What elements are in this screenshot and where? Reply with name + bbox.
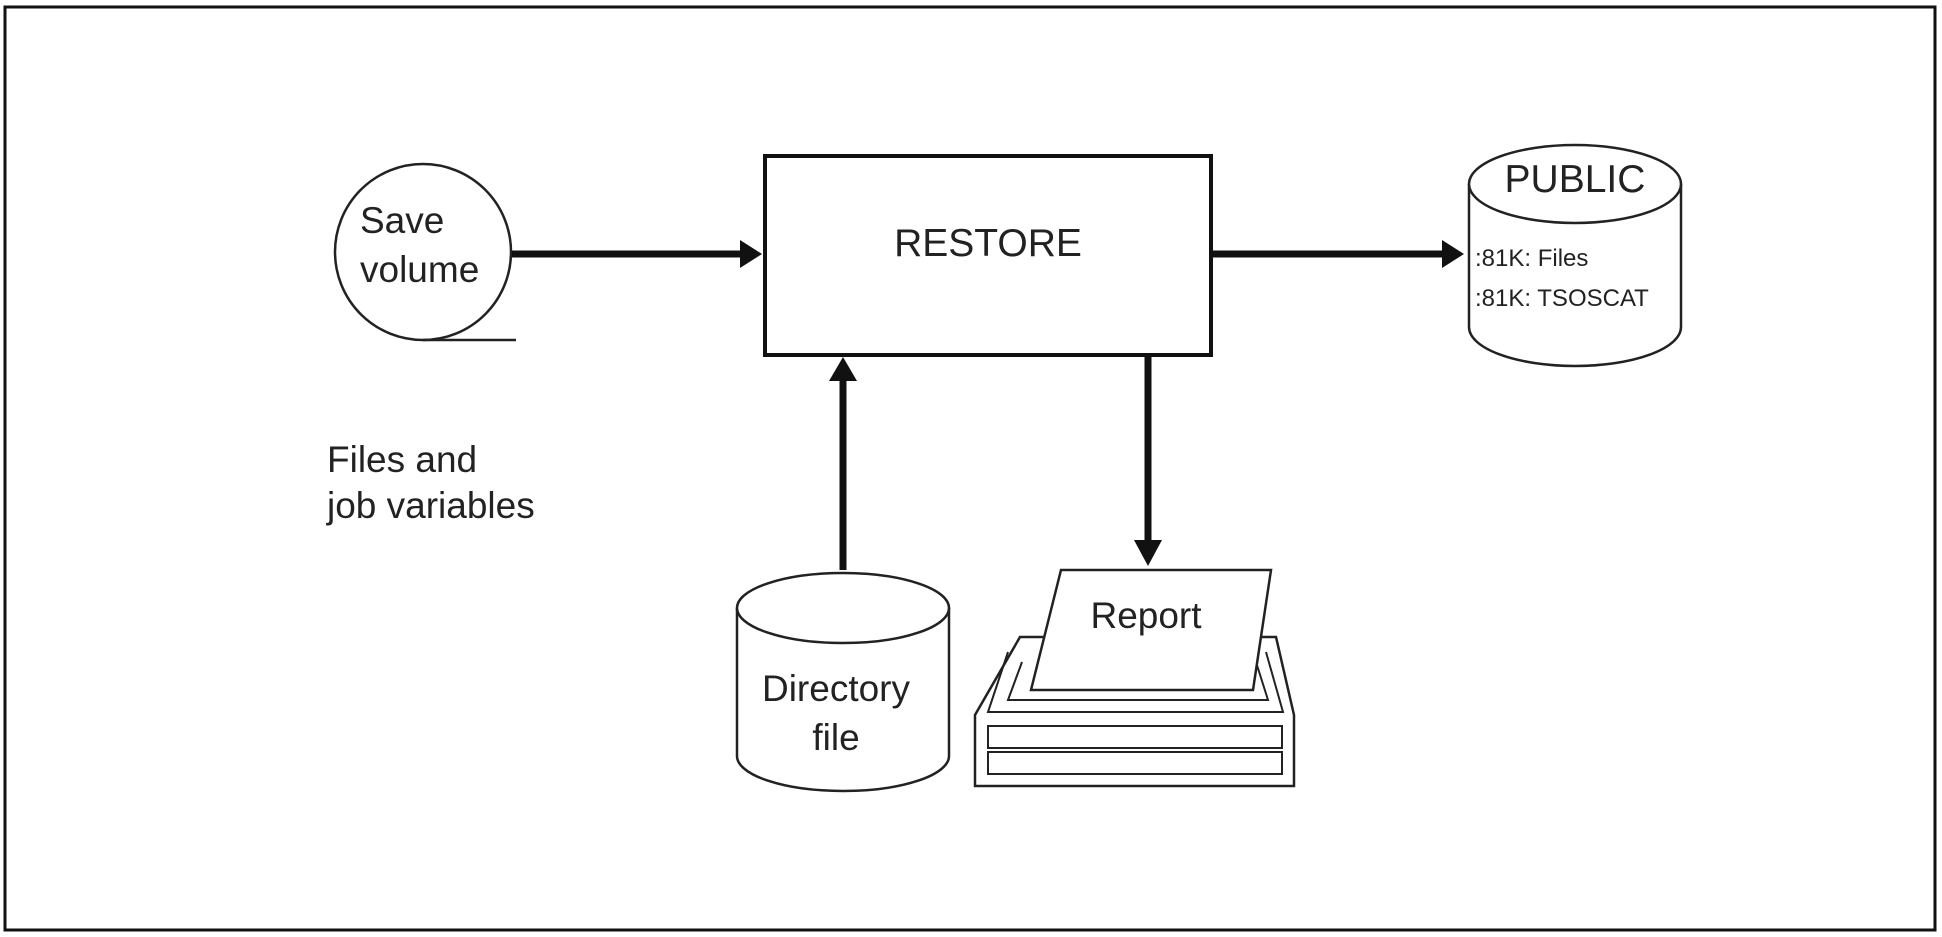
public-disk-tsoscat-line: :81K: TSOSCAT bbox=[1475, 285, 1649, 312]
arrow-restore-to-public bbox=[1213, 240, 1464, 268]
directory-file-node: Directory file bbox=[735, 571, 951, 793]
arrow-directory-to-restore bbox=[829, 357, 857, 570]
diagram-frame bbox=[3, 5, 1937, 932]
public-disk-title: PUBLIC bbox=[1505, 158, 1646, 201]
save-volume-label-line2: volume bbox=[360, 249, 479, 290]
restore-box bbox=[763, 154, 1213, 357]
report-sheet bbox=[1029, 568, 1273, 692]
report-printer-node: Report bbox=[973, 568, 1296, 788]
directory-file-label-line2: file bbox=[812, 717, 859, 758]
public-disk-files-line: :81K: Files bbox=[1475, 245, 1588, 272]
save-volume-node: Save volume bbox=[333, 162, 516, 342]
public-disk-cylinder bbox=[1467, 184, 1683, 368]
restore-label: RESTORE bbox=[894, 222, 1082, 265]
files-and-job-variables-caption-line2: job variables bbox=[326, 485, 535, 526]
restore-node: RESTORE bbox=[763, 154, 1213, 357]
directory-file-top bbox=[735, 571, 951, 645]
directory-file-cylinder bbox=[735, 608, 951, 793]
save-volume-label-line1: Save bbox=[360, 200, 444, 241]
public-disk-top bbox=[1467, 143, 1683, 225]
files-and-job-variables-caption-line1: Files and bbox=[327, 439, 477, 480]
public-disk-node: PUBLIC :81K: Files :81K: TSOSCAT bbox=[1467, 143, 1683, 368]
arrow-save-to-restore bbox=[512, 240, 762, 268]
arrow-restore-to-report bbox=[1134, 357, 1162, 566]
directory-file-label-line1: Directory bbox=[762, 668, 911, 709]
report-label: Report bbox=[1090, 595, 1202, 636]
